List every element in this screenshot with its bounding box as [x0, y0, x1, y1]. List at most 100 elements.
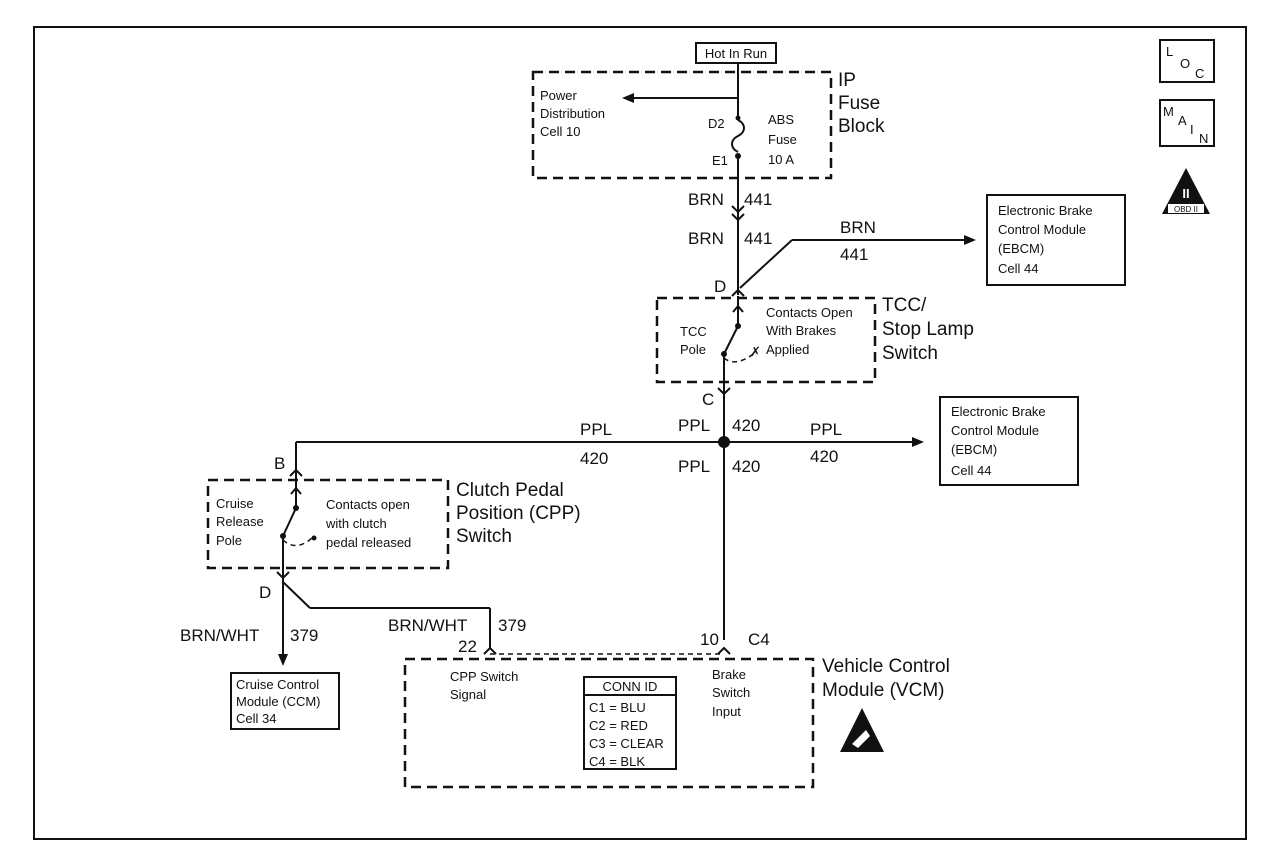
vcm-brake-line-3: Input	[712, 704, 741, 719]
vcm-conn-c4: C4	[748, 630, 770, 649]
hot-in-run-label: Hot In Run	[705, 46, 767, 61]
wire-379: BRN/WHT 379 BRN/WHT 379	[180, 578, 526, 666]
branch-441-circuit: 441	[840, 245, 868, 264]
ebcm-top-line-2: Control Module	[998, 222, 1086, 237]
ip-fuse-block: Hot In Run Power Distribution Cell 10 D2…	[531, 42, 885, 180]
cpp-pin-d: D	[259, 583, 271, 602]
vcm-title-2: Module (VCM)	[822, 680, 944, 701]
power-dist-line-3: Cell 10	[540, 124, 580, 139]
tcc-contacts-line-1: Contacts Open	[766, 305, 853, 320]
esd-warning-icon	[840, 708, 884, 752]
fuse-block-title-3: Block	[838, 116, 885, 137]
wire-441-color-a: BRN	[688, 190, 724, 209]
wire-379-right-circuit: 379	[498, 616, 526, 635]
ccm-line-1: Cruise Control	[236, 677, 319, 692]
hot-in-run-box	[695, 42, 777, 64]
arrow-down-icon	[278, 654, 288, 666]
cpp-switch-outline	[206, 478, 450, 570]
cpp-pole-line-3: Pole	[216, 533, 242, 548]
tcc-contacts-line-3: Applied	[766, 342, 809, 357]
vcm-brake-line-1: Brake	[712, 667, 746, 682]
main-letter-a: A	[1178, 113, 1187, 128]
loc-letter-c: C	[1195, 66, 1204, 81]
ebcm-top-line-4: Cell 44	[998, 261, 1038, 276]
vcm-pin-10: 10	[700, 630, 719, 649]
tcc-pole-icon	[723, 325, 739, 355]
fuse-icon	[731, 119, 745, 153]
cpp-title-3: Switch	[456, 526, 512, 547]
wire-420-down-color: PPL	[678, 457, 710, 476]
ebcm-top-box: Electronic Brake Control Module (EBCM) C…	[986, 194, 1126, 286]
wire-441: BRN 441 BRN 441 BRN 441	[688, 178, 976, 295]
power-dist-line-1: Power	[540, 88, 578, 103]
vcm-outline	[403, 657, 815, 789]
inline-connector-icon	[731, 205, 745, 214]
tcc-title-3: Switch	[882, 343, 938, 364]
vcm-title-1: Vehicle Control	[822, 656, 950, 677]
diagram-frame	[33, 26, 1247, 840]
wire-420-left-color: PPL	[580, 420, 612, 439]
main-letter-m: M	[1163, 104, 1174, 119]
main-symbol-icon: M A I N	[1159, 99, 1215, 147]
obd-roman: II	[1182, 186, 1189, 201]
ebcm-mid-line-2: Control Module	[951, 423, 1039, 438]
vcm-cpp-line-1: CPP Switch	[450, 669, 518, 684]
branch-441-color: BRN	[840, 218, 876, 237]
wire-420-left-circuit: 420	[580, 449, 608, 468]
loc-letter-l: L	[1166, 44, 1173, 59]
ebcm-mid-box: Electronic Brake Control Module (EBCM) C…	[939, 396, 1079, 486]
svg-text:✗: ✗	[750, 344, 761, 359]
loc-letter-o: O	[1180, 56, 1190, 71]
vcm-cpp-line-2: Signal	[450, 687, 486, 702]
wire-379-right-color: BRN/WHT	[388, 616, 467, 635]
wire-379-left-circuit: 379	[290, 626, 318, 645]
fuse-block-title-2: Fuse	[838, 93, 880, 114]
ccm-box: Cruise Control Module (CCM) Cell 34	[230, 672, 340, 730]
arrow-right-icon	[964, 235, 976, 245]
conn-id-row-3: C3 = CLEAR	[589, 736, 664, 751]
wire-420: PPL 420 PPL 420 PPL 420 PPL 420	[295, 416, 924, 640]
obd-text: OBD II	[1174, 205, 1198, 214]
fuse-terminal-e1: E1	[712, 153, 728, 168]
connector-pin-icon	[731, 288, 745, 297]
cpp-contacts-line-1: Contacts open	[326, 497, 410, 512]
tcc-switch-outline	[655, 296, 877, 384]
tcc-pole-line-2: Pole	[680, 342, 706, 357]
ebcm-top-line-3: (EBCM)	[998, 241, 1044, 256]
ebcm-mid-line-4: Cell 44	[951, 463, 991, 478]
wire-441-circuit-a: 441	[744, 190, 772, 209]
connector-pin-icon	[483, 646, 497, 655]
ebcm-top-line-1: Electronic Brake	[998, 203, 1093, 218]
wire-420-right-color: PPL	[810, 420, 842, 439]
fuse-block-title-1: IP	[838, 70, 856, 91]
fuse-block-outline	[531, 70, 833, 180]
wire-420-right-circuit: 420	[810, 447, 838, 466]
cpp-title-1: Clutch Pedal	[456, 480, 564, 501]
vcm-brake-line-2: Switch	[712, 685, 750, 700]
wire-420-center-circuit: 420	[732, 416, 760, 435]
loc-symbol-icon: L O C	[1159, 39, 1215, 83]
cpp-pole-line-2: Release	[216, 514, 264, 529]
fuse-line-1: ABS	[768, 112, 794, 127]
fuse-line-2: Fuse	[768, 132, 797, 147]
obd-ii-symbol-icon: II OBD II	[1162, 168, 1210, 214]
conn-id-row-2: C2 = RED	[589, 718, 648, 733]
fuse-terminal-d2: D2	[708, 116, 725, 131]
arrow-right-icon	[912, 437, 924, 447]
vcm-pin-22: 22	[458, 637, 477, 656]
main-letter-n: N	[1199, 131, 1208, 146]
cpp-switch: B Cruise Release Pole Contacts open with…	[206, 454, 581, 602]
wire-420-down-circuit: 420	[732, 457, 760, 476]
connector-pin-icon	[717, 646, 731, 655]
tcc-title-2: Stop Lamp	[882, 319, 974, 340]
cpp-pole-icon	[282, 507, 297, 537]
cpp-pin-b: B	[274, 454, 285, 473]
wire-420-center-color: PPL	[678, 416, 710, 435]
ebcm-mid-line-3: (EBCM)	[951, 442, 997, 457]
fuse-line-3: 10 A	[768, 152, 794, 167]
tcc-pin-c: C	[702, 390, 714, 409]
tcc-stop-lamp-switch: D ✗ TCC Pole Contacts Open With Brakes A…	[655, 277, 974, 442]
wire-379-left-color: BRN/WHT	[180, 626, 259, 645]
conn-id-title: CONN ID	[603, 679, 658, 694]
